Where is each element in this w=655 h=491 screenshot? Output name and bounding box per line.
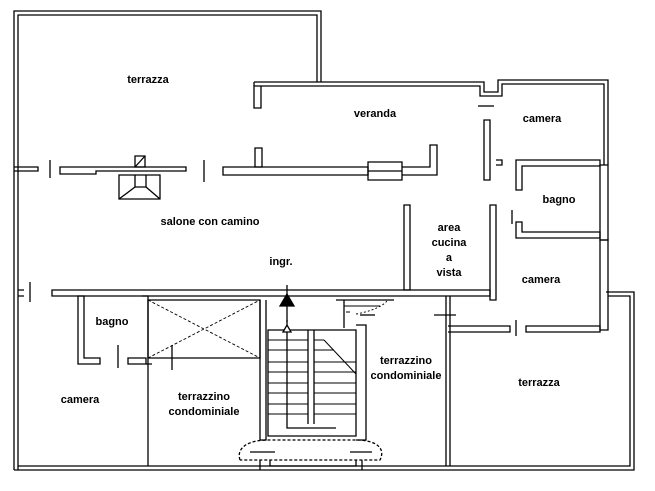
terrazzino-right-line-1: terrazzino xyxy=(380,355,432,367)
interior-walls xyxy=(18,105,601,466)
room-label-terrazza-bottom-right: terrazza xyxy=(518,377,560,389)
fireplace xyxy=(118,155,161,200)
outer-walls xyxy=(13,10,635,471)
room-label-terrazzino-left: terrazzino condominiale xyxy=(169,390,240,420)
room-label-camera-bottom-left: camera xyxy=(60,394,100,406)
cucina-line-2: cucina xyxy=(431,237,467,249)
room-label-terrazza-top: terrazza xyxy=(127,74,169,86)
cucina-line-4: vista xyxy=(436,267,462,279)
room-label-camera-mid-right: camera xyxy=(521,274,561,286)
room-label-bagno-right: bagno xyxy=(542,194,576,206)
room-label-veranda: veranda xyxy=(353,108,397,120)
staircase xyxy=(267,299,394,441)
room-label-camera-top-right: camera xyxy=(522,113,562,125)
room-label-bagno-left: bagno xyxy=(95,316,129,328)
terrazzino-left-line-2: condominiale xyxy=(168,406,240,418)
terrazzino-right-line-2: condominiale xyxy=(370,370,442,382)
terrazzino-left-line-1: terrazzino xyxy=(178,391,230,403)
salone-wall xyxy=(14,144,438,182)
room-label-ingresso: ingr. xyxy=(269,256,293,268)
landing xyxy=(238,439,383,470)
room-label-salone: salone con camino xyxy=(160,216,260,228)
room-label-terrazzino-right: terrazzino condominiale xyxy=(371,354,442,384)
entrance-arrow-icon xyxy=(278,285,296,333)
cucina-line-1: area xyxy=(437,222,461,234)
left-rooms xyxy=(77,295,267,466)
cucina-line-3: a xyxy=(445,252,453,264)
room-label-cucina: area cucina a vista xyxy=(432,221,467,281)
